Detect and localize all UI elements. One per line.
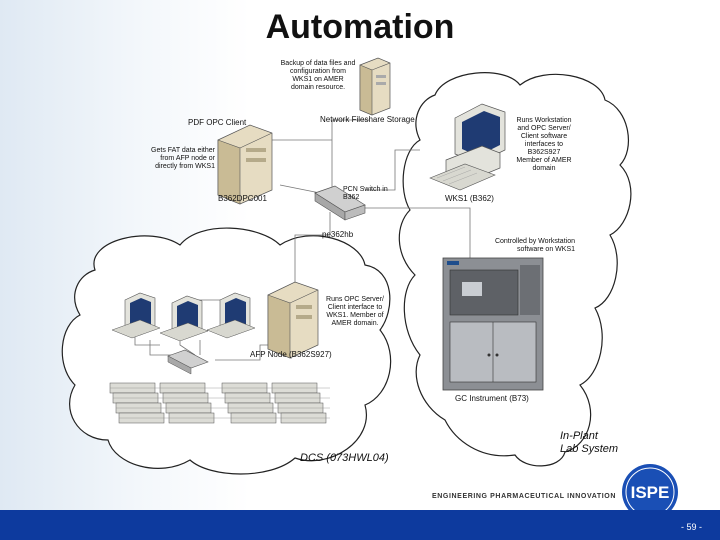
pdf-client-label: PDF OPC Client	[188, 118, 247, 127]
ispe-logo-text: ISPE	[631, 483, 670, 502]
dcs-cloud	[61, 227, 392, 475]
dcs-workstation-icon	[111, 292, 161, 339]
network-links	[134, 119, 471, 361]
b362dpc001-label: B362DPC001	[218, 194, 267, 203]
gc-instrument-icon	[442, 257, 544, 391]
afp-node-server-icon	[267, 281, 319, 359]
runs-opc-note: Runs OPC Server/Client interface to WKS1…	[326, 296, 384, 327]
pdf-opc-client-server-icon	[217, 124, 273, 205]
footer-bar	[0, 510, 720, 540]
footer-tagline: ENGINEERING PHARMACEUTICAL INNOVATION	[432, 493, 616, 500]
wks1-label: WKS1 (B362)	[445, 194, 494, 203]
fileshare-label: Network Fileshare Storage	[320, 115, 415, 124]
dcs-workstation-icon	[206, 292, 256, 339]
svg-text:ISPE: ISPE	[631, 483, 670, 502]
dcs-label: DCS (073HWL04)	[300, 452, 389, 464]
dcs-switch-icon	[167, 349, 209, 375]
dcs-workstation-icon	[159, 295, 209, 342]
page-title: Automation	[265, 8, 455, 46]
gc-instrument-label: GC Instrument (B73)	[455, 394, 529, 403]
wks1-workstation-icon	[429, 103, 506, 191]
afp-node-label: AFP Node (B362S927)	[250, 350, 332, 359]
pcn-switch-icon	[314, 185, 366, 221]
fileshare-server-icon	[359, 57, 391, 116]
io-rack-slots	[110, 387, 330, 419]
pe362hb-label: pe362hb	[322, 230, 354, 239]
page-number: - 59 -	[680, 522, 702, 532]
